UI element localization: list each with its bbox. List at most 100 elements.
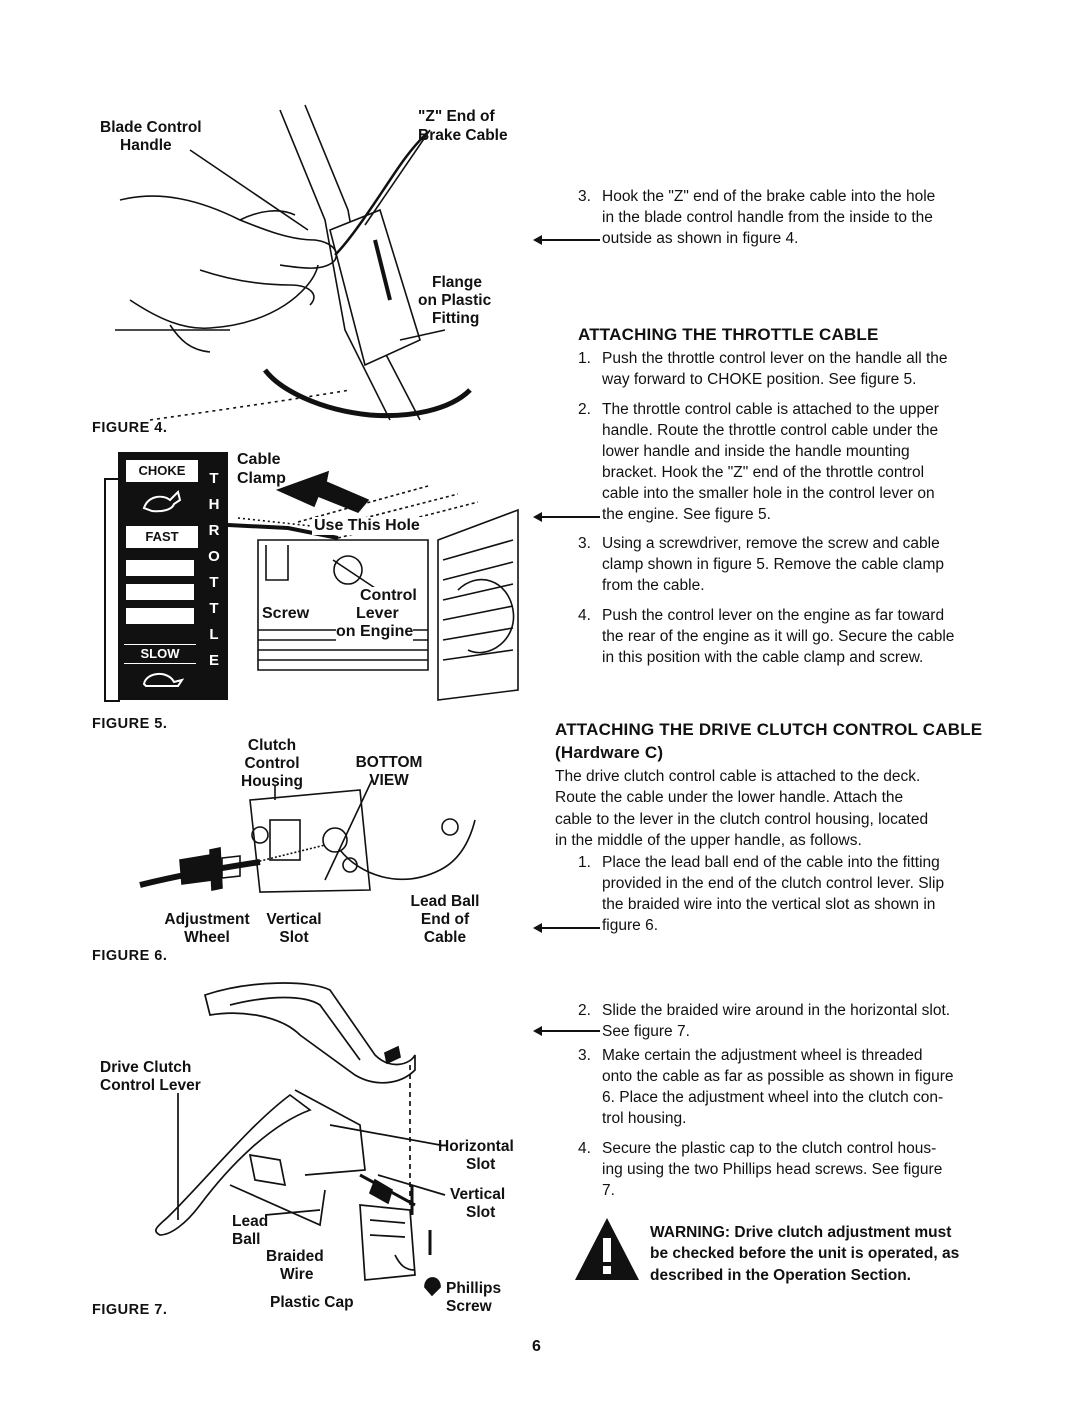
step-number: 2. xyxy=(578,1002,591,1019)
step-line: the engine. See figure 5. xyxy=(602,506,771,523)
step-number: 4. xyxy=(578,607,591,624)
throttle-letter: T xyxy=(209,574,219,591)
step-line: in this position with the cable clamp an… xyxy=(602,649,924,666)
step-line: Using a screwdriver, remove the screw an… xyxy=(602,535,940,552)
throttle-step-2: 2. The throttle control cable is attache… xyxy=(578,399,1018,529)
page-number: 6 xyxy=(532,1338,541,1355)
step-number: 3. xyxy=(578,1047,591,1064)
fig5-label-cable: Cable xyxy=(237,451,281,468)
fig6-label-lead-ball: Lead Ball xyxy=(410,893,480,910)
throttle-control-panel: CHOKE FAST SLOW T H R O T T L E xyxy=(118,452,228,700)
fig5-label-lever: Lever xyxy=(356,605,399,623)
step-line: bracket. Hook the "Z" end of the throttl… xyxy=(602,464,925,481)
intro-line: The drive clutch control cable is attach… xyxy=(555,768,921,785)
fig4-label-handle: Handle xyxy=(120,137,172,154)
slow-label: SLOW xyxy=(124,644,196,664)
throttle-letter: O xyxy=(208,548,220,565)
step-line: Slide the braided wire around in the hor… xyxy=(602,1002,951,1019)
throttle-step-3: 3. Using a screwdriver, remove the screw… xyxy=(578,533,1018,597)
throttle-step-1: 1. Push the throttle control lever on th… xyxy=(578,348,1018,392)
figure5-caption: FIGURE 5. xyxy=(92,716,168,732)
rabbit-icon xyxy=(142,490,182,513)
fig5-label-on-engine: on Engine xyxy=(336,623,414,641)
fig4-label-on-plastic: on Plastic xyxy=(418,292,492,309)
warning-message: WARNING: Drive clutch adjustment must be… xyxy=(650,1222,1030,1286)
figure4-caption: FIGURE 4. xyxy=(92,420,168,436)
step-line: the rear of the engine as it will go. Se… xyxy=(602,628,955,645)
fig4-label-brake-cable: Brake Cable xyxy=(418,127,508,144)
intro-line: cable to the lever in the clutch control… xyxy=(555,810,929,828)
fig7-label-drive-clutch: Drive Clutch xyxy=(100,1059,192,1076)
warning-line: WARNING: Drive clutch adjustment must xyxy=(650,1224,952,1241)
clutch-intro-paragraph: The drive clutch control cable is attach… xyxy=(555,766,1025,852)
step-line: ing using the two Phillips head screws. … xyxy=(602,1161,943,1178)
fig4-label-fitting: Fitting xyxy=(432,310,480,327)
fig6-label-view: VIEW xyxy=(369,772,409,789)
fig6-label-bottom: BOTTOM xyxy=(355,754,423,771)
fig6-label-adjustment: Adjustment xyxy=(164,911,250,928)
clutch-section-subheading: (Hardware C) xyxy=(555,743,664,762)
step-line: lower handle and inside the handle mount… xyxy=(602,443,910,460)
fig7-label-ball: Ball xyxy=(232,1231,261,1248)
throttle-letter: E xyxy=(208,652,219,669)
warning-line: described in the Operation Section. xyxy=(650,1266,911,1284)
margin-arrow xyxy=(533,923,600,933)
throttle-letter: T xyxy=(209,600,219,617)
warning-triangle-icon xyxy=(575,1218,639,1280)
fig7-label-phillips: Phillips xyxy=(446,1280,502,1297)
panel-bar xyxy=(126,608,194,624)
intro-line: Route the cable under the lower handle. … xyxy=(555,789,904,807)
fig6-label-wheel: Wheel xyxy=(184,929,230,946)
step-line: 7. xyxy=(602,1182,615,1199)
fig6-label-slot: Slot xyxy=(279,929,309,946)
throttle-letter: T xyxy=(209,470,219,487)
step-line: outside as shown in figure 4. xyxy=(602,230,799,247)
step-line: the braided wire into the vertical slot … xyxy=(602,896,936,913)
step-number: 1. xyxy=(578,854,591,871)
fig5-label-control: Control xyxy=(360,587,417,605)
throttle-letter: H xyxy=(208,496,220,513)
panel-bar xyxy=(126,584,194,600)
fig7-label-control-lever: Control Lever xyxy=(100,1077,201,1094)
fig7-label-wire: Wire xyxy=(280,1266,314,1283)
step-line: provided in the end of the clutch contro… xyxy=(602,875,945,892)
fig7-label-vertical: Vertical xyxy=(450,1186,506,1203)
choke-label: CHOKE xyxy=(124,458,200,484)
clutch-housing-illustration xyxy=(139,779,476,893)
margin-arrow xyxy=(533,235,600,245)
fig4-hands-illustration xyxy=(115,104,472,421)
fig7-label-plastic-cap: Plastic Cap xyxy=(270,1294,354,1311)
engine-illustration xyxy=(227,470,519,701)
fig6-label-end-of-cable: End of Cable xyxy=(420,911,470,946)
fast-label: FAST xyxy=(124,524,200,550)
step-line: trol housing. xyxy=(602,1110,687,1127)
step-line: Push the control lever on the engine as … xyxy=(602,607,945,624)
step-line: Hook the "Z" end of the brake cable into… xyxy=(602,188,936,205)
margin-arrow xyxy=(533,1026,600,1036)
fig7-label-horizontal: Horizontal xyxy=(438,1138,514,1155)
throttle-letter: R xyxy=(208,522,220,539)
drive-clutch-lever-illustration xyxy=(155,982,446,1297)
fig5-label-clamp: Clamp xyxy=(237,470,286,487)
step-number: 1. xyxy=(578,350,591,367)
fig5-label-use-this-hole: Use This Hole xyxy=(312,517,422,535)
fig4-label-flange: Flange xyxy=(432,274,482,291)
fig6-label-control: Control xyxy=(244,755,300,772)
step-line: way forward to CHOKE position. See figur… xyxy=(602,371,917,388)
clutch-step-1: 1. Place the lead ball end of the cable … xyxy=(578,852,1018,938)
fig5-label-screw: Screw xyxy=(262,605,310,623)
intro-line: in the middle of the upper handle, as fo… xyxy=(555,831,862,849)
clutch-step-3: 3. Make certain the adjustment wheel is … xyxy=(578,1045,1018,1131)
step-number: 2. xyxy=(578,401,591,418)
step-number: 3. xyxy=(578,535,591,552)
fig4-label-z-end: "Z" End of xyxy=(418,108,495,125)
step-line: Make certain the adjustment wheel is thr… xyxy=(602,1047,923,1064)
brake-step-3: 3. Hook the "Z" end of the brake cable i… xyxy=(578,186,1018,250)
step-line: 6. Place the adjustment wheel into the c… xyxy=(602,1089,944,1106)
fig7-label-screw: Screw xyxy=(446,1298,492,1315)
fig6-label-clutch: Clutch xyxy=(247,737,297,754)
panel-bar xyxy=(126,560,194,576)
turtle-icon xyxy=(142,673,185,687)
fig7-label-lead: Lead xyxy=(232,1213,269,1230)
throttle-section-heading: ATTACHING THE THROTTLE CABLE xyxy=(578,325,879,344)
